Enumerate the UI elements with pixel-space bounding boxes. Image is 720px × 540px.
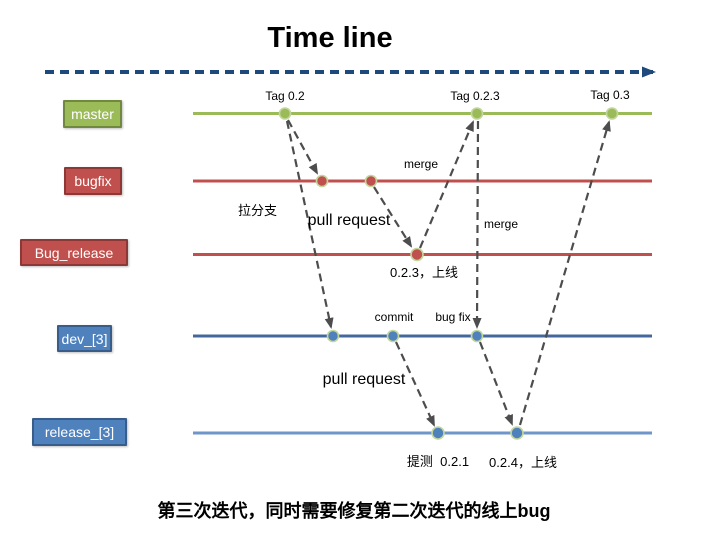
pull-request-1-label: pull request [307, 212, 391, 229]
tag-0-3-label: Tag 0.3 [590, 88, 630, 102]
arrow-bugfix-to-bugrelease [373, 186, 413, 248]
pull-request-2-label: pull request [322, 371, 406, 388]
bug-fix-label: bug fix [435, 310, 471, 324]
merge-right-label: merge [484, 217, 519, 231]
bugfix-dot-2 [364, 174, 378, 188]
tag-0-2-3-label: Tag 0.2.3 [450, 89, 500, 103]
commit-label: commit [374, 310, 414, 324]
bugfix-dot-1 [315, 174, 329, 188]
pull-branch-label: 拉分支 [238, 203, 278, 218]
arrow-release-to-tag03 [518, 120, 611, 426]
release-dot-021 [431, 426, 445, 440]
page-title: Time line [267, 22, 393, 54]
submit-test-label: 提测 0.2.1 [406, 454, 470, 469]
branch-label-bug-release: Bug_release [20, 239, 128, 266]
release-note-023-label: 0.2.3，上线 [390, 265, 458, 280]
branch-label-release: release_[3] [32, 418, 127, 446]
diagram-caption: 第三次迭代，同时需要修复第二次迭代的线上bug [157, 501, 551, 521]
bug-release-dot [410, 247, 424, 262]
dev-dot-commit [386, 329, 400, 343]
branch-label-master: master [63, 100, 122, 128]
arrow-commit-to-release [394, 341, 436, 427]
dev-dot-bugfix [470, 329, 484, 343]
dev-dot-branch [326, 329, 340, 343]
master-dot-tag023 [470, 107, 484, 120]
tag-0-2-label: Tag 0.2 [265, 89, 305, 103]
arrow-tag023-to-dev [472, 120, 482, 329]
merge-top-label: merge [404, 157, 439, 171]
release-dot-024 [510, 426, 524, 440]
branch-label-bugfix: bugfix [64, 167, 122, 195]
branch-label-dev: dev_[3] [57, 325, 112, 352]
master-dot-tag03 [605, 107, 619, 120]
arrow-bugfixdot-to-release [478, 341, 514, 426]
arrow-tag02-to-bugfix [287, 119, 318, 175]
master-dot-tag02 [278, 107, 292, 120]
arrow-tag02-to-dev [285, 120, 334, 329]
release-note-024-label: 0.2.4，上线 [489, 455, 557, 470]
arrow-bugrelease-to-tag023 [418, 120, 475, 249]
